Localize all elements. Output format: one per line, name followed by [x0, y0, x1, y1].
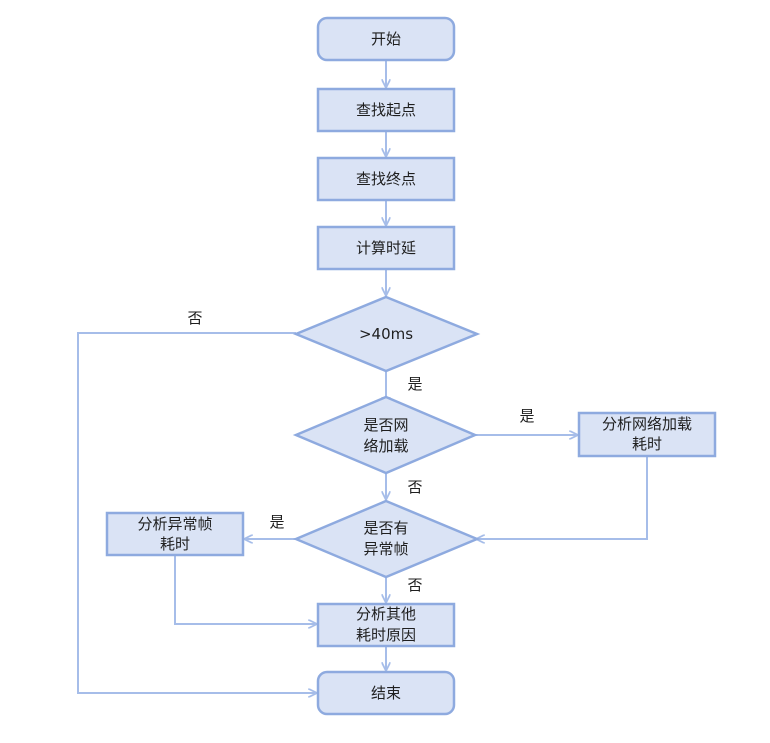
edge-label-network-no: 否	[407, 478, 422, 496]
node-network-time: 分析网络加载 耗时	[577, 411, 717, 458]
edge-network-time-to-frame	[477, 457, 648, 539]
decision-frame: 是否有 异常帧	[292, 499, 481, 579]
decision-network-shape	[292, 395, 479, 475]
node-network-time-label-line1: 分析网络加载	[602, 415, 692, 433]
node-frame-time-label-line1: 分析异常帧	[137, 515, 212, 533]
node-end: 结束	[316, 670, 456, 716]
edge-label-40ms-yes: 是	[407, 375, 422, 393]
edge-label-40ms-no: 否	[187, 309, 202, 327]
edge-40ms-no	[77, 332, 316, 693]
decision-frame-label-line1: 是否有	[363, 519, 408, 537]
node-start-shape	[316, 16, 456, 62]
node-find-end: 查找终点	[316, 156, 456, 202]
node-other-label-line1: 分析其他	[356, 605, 416, 623]
node-find-end-shape	[316, 156, 456, 202]
edge-label-frame-no: 否	[407, 576, 422, 594]
node-other-shape	[316, 602, 456, 648]
node-end-shape	[316, 670, 456, 716]
node-find-start: 查找起点	[316, 87, 456, 133]
node-calc-delay-shape	[316, 225, 456, 271]
node-find-start-label: 查找起点	[356, 101, 416, 119]
decision-network-label-line1: 是否网	[363, 416, 408, 434]
node-calc-delay-label: 计算时延	[356, 239, 416, 257]
node-end-label: 结束	[371, 684, 401, 702]
node-find-start-shape	[316, 87, 456, 133]
node-find-end-label: 查找终点	[356, 170, 416, 188]
edge-frame-time-to-other	[174, 555, 316, 624]
node-start-label: 开始	[371, 30, 401, 48]
node-other: 分析其他 耗时原因	[316, 602, 456, 648]
node-frame-time-label-line2: 耗时	[160, 535, 190, 553]
edge-label-network-yes: 是	[519, 407, 534, 425]
decision-frame-shape	[292, 499, 481, 579]
decision-frame-label-line2: 异常帧	[363, 540, 408, 558]
node-other-label-line2: 耗时原因	[356, 626, 416, 644]
node-start: 开始	[316, 16, 456, 62]
node-calc-delay: 计算时延	[316, 225, 456, 271]
connectors	[77, 60, 648, 693]
node-frame-time: 分析异常帧 耗时	[105, 511, 245, 557]
node-network-time-label-line2: 耗时	[632, 435, 662, 453]
node-frame-time-shape	[105, 511, 245, 557]
node-network-time-shape	[577, 411, 717, 458]
decision-40ms: >40ms	[292, 295, 481, 373]
edge-label-frame-yes: 是	[269, 513, 284, 531]
decision-40ms-label: >40ms	[359, 325, 413, 343]
decision-network: 是否网 络加载	[292, 395, 479, 475]
decision-network-label-line2: 络加载	[363, 437, 408, 455]
decision-40ms-shape	[292, 295, 481, 373]
